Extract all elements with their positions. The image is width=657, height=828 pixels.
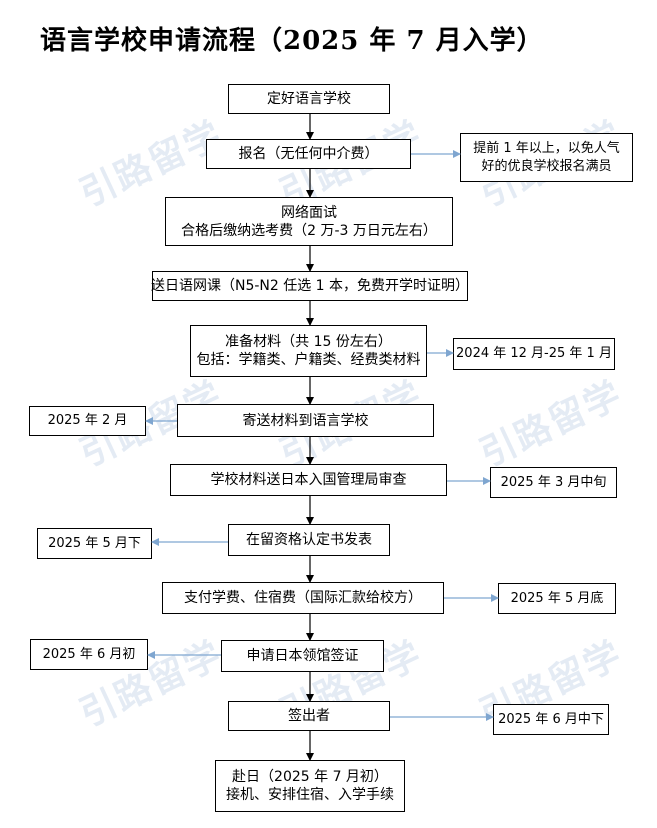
diagram-title: 语言学校申请流程（2025 年 7 月入学） [40, 26, 544, 56]
note-payment-date: 2025 年 5 月底 [498, 583, 616, 614]
step-text: 准备材料（共 15 份左右） [225, 334, 392, 350]
note-text: 2025 年 5 月底 [510, 590, 604, 606]
step-text: 支付学费、住宿费（国际汇款给校方） [184, 590, 422, 606]
note-review-date: 2025 年 3 月中旬 [490, 467, 617, 498]
note-text: 2025 年 2 月 [47, 413, 128, 428]
note-text: 好的优良学校报名满员 [481, 158, 612, 174]
step-text: 网络面试 [281, 204, 337, 221]
step-coe-issued: 在留资格认定书发表 [228, 524, 390, 556]
note-visa-issued-date: 2025 年 6 月中下 [493, 704, 609, 735]
step-text: 合格后缴纳选考费（2 万-3 万日元左右） [181, 222, 437, 239]
step-japanese-course: 送日语网课（N5-N2 任选 1 本，免费开学时证明） [150, 271, 470, 301]
note-send-date: 2025 年 2 月 [29, 406, 146, 436]
step-text: 赴日（2025 年 7 月初） [232, 769, 388, 785]
note-coe-date: 2025 年 5 月下 [37, 528, 152, 559]
step-prepare-materials: 准备材料（共 15 份左右） 包括：学籍类、户籍类、经费类材料 [190, 325, 427, 377]
step-text: 送日语网课（N5-N2 任选 1 本，免费开学时证明） [150, 278, 470, 294]
note-text: 提前 1 年以上，以免人气 [473, 140, 620, 156]
step-text: 接机、安排住宿、入学手续 [226, 787, 394, 803]
note-text: 2025 年 3 月中旬 [500, 474, 607, 490]
note-visa-application-date: 2025 年 6 月初 [30, 639, 148, 670]
note-text: 2024 年 12 月-25 年 1 月 [456, 346, 612, 361]
step-text: 在留资格认定书发表 [246, 532, 372, 548]
step-apply: 报名（无任何中介费） [206, 139, 411, 169]
step-visa-application: 申请日本领馆签证 [221, 640, 384, 672]
step-send-materials: 寄送材料到语言学校 [177, 404, 434, 437]
step-depart-japan: 赴日（2025 年 7 月初） 接机、安排住宿、入学手续 [215, 760, 405, 812]
step-text: 报名（无任何中介费） [238, 146, 379, 162]
watermark: 引路留学 [473, 373, 629, 476]
step-text: 包括：学籍类、户籍类、经费类材料 [196, 352, 421, 368]
note-apply-early: 提前 1 年以上，以免人气 好的优良学校报名满员 [460, 133, 633, 182]
note-text: 2025 年 5 月下 [48, 535, 141, 551]
step-choose-school: 定好语言学校 [228, 84, 390, 114]
step-text: 定好语言学校 [267, 91, 351, 107]
note-text: 2025 年 6 月中下 [498, 711, 604, 727]
note-text: 2025 年 6 月初 [42, 646, 136, 662]
step-online-interview: 网络面试 合格后缴纳选考费（2 万-3 万日元左右） [165, 197, 453, 246]
step-text: 寄送材料到语言学校 [242, 412, 369, 429]
step-immigration-review: 学校材料送日本入国管理局审查 [170, 464, 447, 496]
step-pay-tuition: 支付学费、住宿费（国际汇款给校方） [162, 582, 444, 614]
step-visa-issued: 签出者 [228, 701, 390, 731]
note-materials-date: 2024 年 12 月-25 年 1 月 [453, 338, 615, 370]
step-text: 签出者 [288, 708, 330, 724]
step-text: 学校材料送日本入国管理局审查 [210, 472, 407, 488]
step-text: 申请日本领馆签证 [246, 648, 359, 664]
